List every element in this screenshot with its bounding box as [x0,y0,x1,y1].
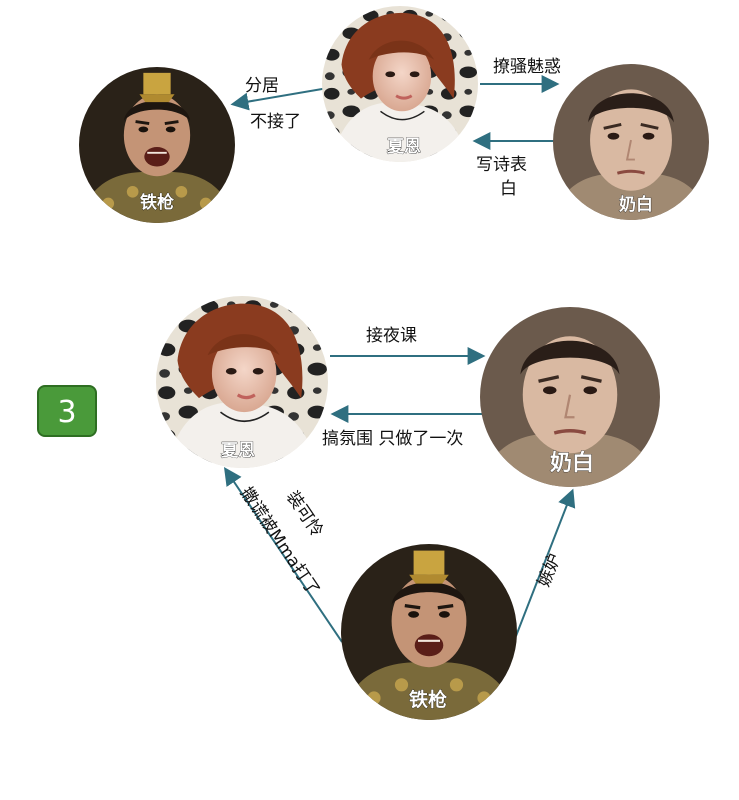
portrait-naibai-top: 奶白 [553,64,709,220]
name-tieqiang-main: 铁枪 [409,688,447,711]
diagram-1: 分居 不接了 撩骚魅惑 写诗表 白 铁枪 夏恩 奶白 [79,6,709,223]
diagram-2: 接夜课 搞氛围 只做了一次 嫉妒 装可怜 撒谎被Mma打了 夏恩 奶白 铁枪 [156,296,660,720]
arrow-xiaen-to-tieqiang [230,87,329,111]
name-naibai-main: 奶白 [550,450,594,476]
label-xieshi-line2: 白 [500,179,517,199]
name-xiaen-top: 夏恩 [387,137,421,157]
section-badge: 3 [37,385,97,437]
label-jieyeke: 接夜课 [366,326,417,346]
portrait-xiaen-main: 夏恩 [156,296,328,468]
label-gaofenwei: 搞氛围 只做了一次 [322,429,463,449]
label-jidu: 嫉妒 [534,551,565,590]
label-xieshi-line1: 写诗表 [476,155,527,175]
label-fenju: 分居 [245,76,279,96]
portrait-tieqiang-top: 铁枪 [79,67,235,223]
label-liaosao: 撩骚魅惑 [493,57,561,77]
label-zhuangkelian: 装可怜 [282,488,327,541]
name-naibai-top: 奶白 [619,194,653,215]
name-tieqiang-top: 铁枪 [140,192,174,213]
portrait-xiaen-top: 夏恩 [322,6,478,162]
name-xiaen-main: 夏恩 [221,441,255,461]
label-bujiele: 不接了 [250,112,301,132]
arrow-tieqiang-to-xiaen [223,467,343,643]
section-number: 3 [57,395,76,430]
portrait-tieqiang-main: 铁枪 [341,544,517,720]
label-sahuang: 撒谎被Mma打了 [236,484,323,600]
portrait-naibai-main: 奶白 [480,307,660,487]
arrow-tieqiang-to-naibai [515,488,576,637]
